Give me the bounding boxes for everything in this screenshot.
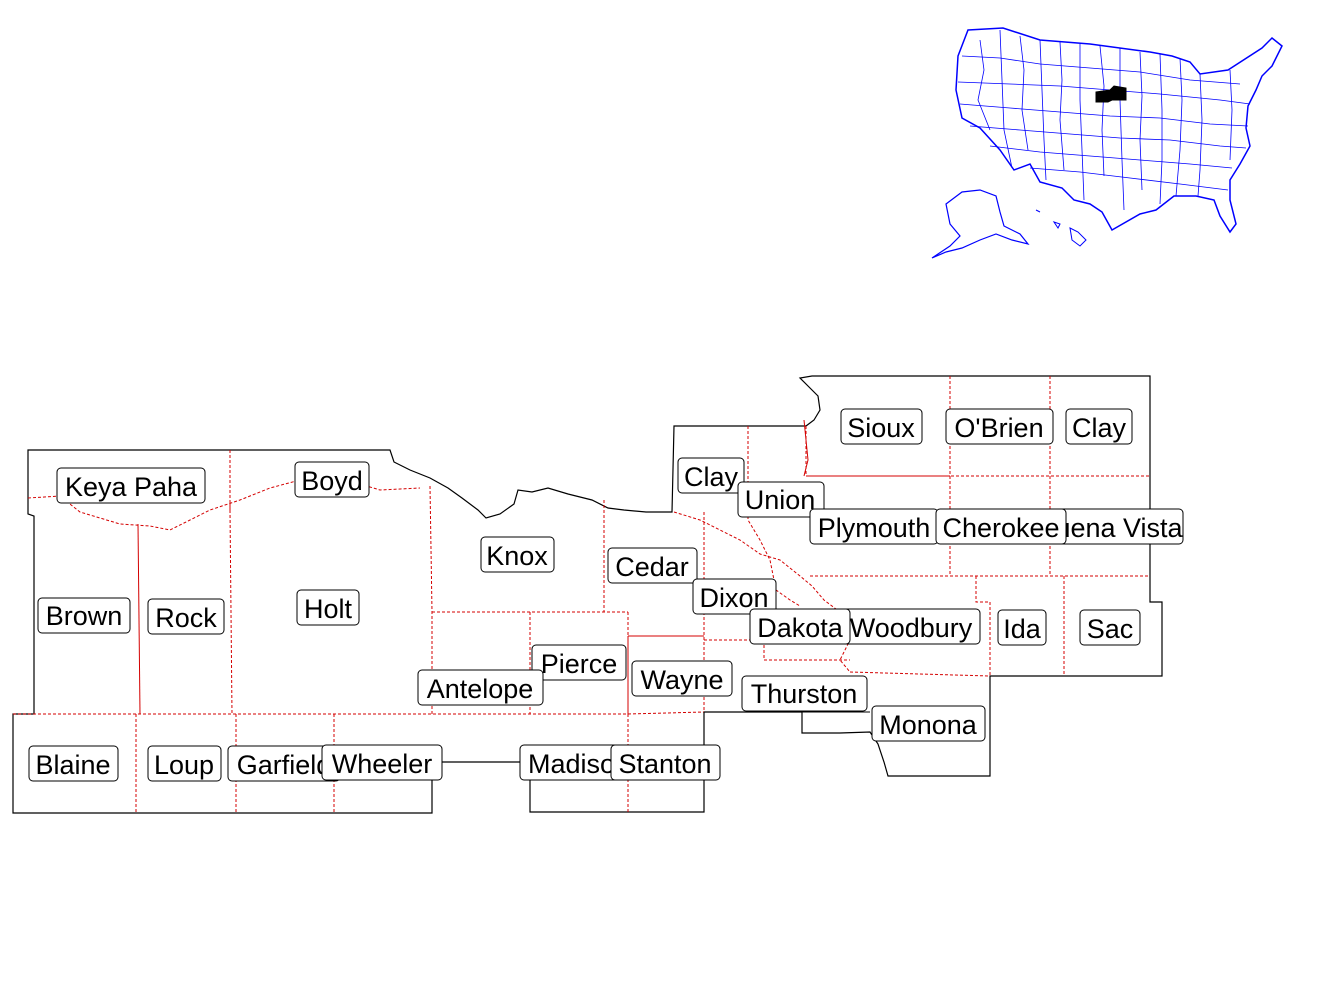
- svg-text:Loup: Loup: [154, 750, 214, 780]
- label-obrien: O'Brien: [945, 408, 1054, 445]
- label-dixon: Dixon: [692, 578, 777, 615]
- label-woodbury: Woodbury: [841, 608, 981, 645]
- label-thurston: Thurston: [741, 675, 868, 712]
- svg-text:Sioux: Sioux: [847, 413, 915, 443]
- label-monona: Monona: [871, 705, 986, 742]
- county-labels: Keya Paha Boyd Brown Rock Holt Knox Ceda…: [28, 408, 1184, 782]
- svg-text:Clay: Clay: [1072, 413, 1127, 443]
- svg-text:Ida: Ida: [1003, 614, 1042, 644]
- svg-text:Antelope: Antelope: [427, 674, 534, 704]
- svg-text:Thurston: Thurston: [751, 679, 858, 709]
- svg-text:Monona: Monona: [879, 710, 978, 740]
- label-ida: Ida: [997, 609, 1047, 646]
- label-clay-ia: Clay: [1065, 408, 1133, 445]
- svg-text:Wayne: Wayne: [640, 665, 723, 695]
- svg-text:Stanton: Stanton: [618, 749, 711, 779]
- svg-text:Cedar: Cedar: [615, 552, 689, 582]
- svg-text:Cherokee: Cherokee: [942, 513, 1059, 543]
- svg-text:Union: Union: [745, 485, 816, 515]
- label-keya-paha: Keya Paha: [56, 467, 206, 504]
- label-boyd: Boyd: [294, 461, 370, 498]
- usa-inset-map: [931, 27, 1283, 259]
- svg-text:Keya Paha: Keya Paha: [65, 472, 198, 502]
- svg-text:Clay: Clay: [684, 462, 739, 492]
- svg-text:Wheeler: Wheeler: [332, 749, 433, 779]
- label-sac: Sac: [1079, 609, 1141, 646]
- svg-text:Knox: Knox: [486, 541, 548, 571]
- label-stanton: Stanton: [610, 744, 721, 781]
- svg-text:Garfield: Garfield: [237, 750, 332, 780]
- svg-text:Rock: Rock: [155, 603, 217, 633]
- label-clay-sd: Clay: [677, 457, 745, 494]
- label-cherokee: Cherokee: [935, 508, 1067, 545]
- label-union: Union: [737, 481, 825, 518]
- label-plymouth: Plymouth: [809, 508, 939, 545]
- label-garfield: Garfield: [227, 745, 341, 782]
- svg-text:Plymouth: Plymouth: [818, 513, 931, 543]
- svg-text:Woodbury: Woodbury: [850, 613, 973, 643]
- label-wheeler: Wheeler: [321, 744, 443, 781]
- label-wayne: Wayne: [631, 660, 733, 697]
- svg-text:Pierce: Pierce: [541, 649, 618, 679]
- label-rock: Rock: [147, 598, 225, 635]
- svg-text:Blaine: Blaine: [35, 750, 110, 780]
- inset-grid: [957, 29, 1251, 211]
- svg-text:Dakota: Dakota: [757, 613, 844, 643]
- svg-text:Sac: Sac: [1087, 614, 1134, 644]
- label-antelope: Antelope: [417, 669, 544, 706]
- svg-text:Dixon: Dixon: [699, 583, 768, 613]
- svg-text:Holt: Holt: [304, 594, 353, 624]
- svg-text:Boyd: Boyd: [301, 466, 363, 496]
- label-cedar: Cedar: [607, 547, 698, 584]
- label-knox: Knox: [480, 536, 555, 573]
- svg-text:O'Brien: O'Brien: [954, 413, 1043, 443]
- inset-alaska: [931, 189, 1030, 259]
- inset-hawaii: [1035, 209, 1087, 247]
- inset-highlight-region: [1095, 85, 1127, 103]
- label-brown: Brown: [37, 597, 131, 634]
- label-sioux: Sioux: [840, 408, 923, 445]
- svg-text:Brown: Brown: [46, 601, 123, 631]
- label-pierce: Pierce: [531, 644, 627, 681]
- label-holt: Holt: [296, 589, 360, 626]
- label-loup: Loup: [147, 745, 222, 782]
- county-boundaries-solid: [137, 419, 950, 715]
- label-dakota: Dakota: [749, 608, 851, 645]
- label-blaine: Blaine: [28, 745, 119, 782]
